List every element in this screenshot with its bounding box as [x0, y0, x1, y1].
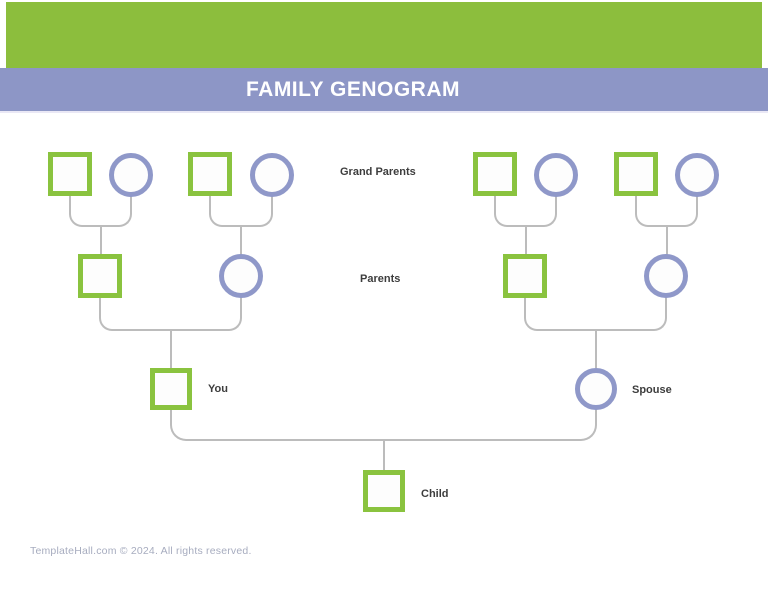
descent-line-to-your-father	[100, 226, 102, 255]
your-grandfather-1-square	[48, 152, 92, 196]
couple-connector-spouse-grandparents-1	[494, 194, 557, 227]
footer-copyright: TemplateHall.com © 2024. All rights rese…	[30, 545, 252, 557]
descent-line-to-spouse	[595, 330, 597, 368]
you-square	[150, 368, 192, 410]
title-banner: FAMILY GENOGRAM	[0, 68, 768, 111]
page-title: FAMILY GENOGRAM	[245, 77, 461, 101]
your-mother-circle	[219, 254, 263, 298]
spouse-father-square	[503, 254, 547, 298]
label-grand-parents: Grand Parents	[340, 166, 416, 178]
child-square	[363, 470, 405, 512]
spouse-circle	[575, 368, 617, 410]
banner-shadow-strip	[0, 111, 768, 113]
spouse-grandfather-2-square	[614, 152, 658, 196]
your-grandmother-1-circle	[109, 153, 153, 197]
couple-connector-spouse-parents	[524, 297, 667, 331]
descent-line-to-child	[383, 440, 385, 470]
label-you: You	[208, 383, 228, 395]
descent-line-to-spouse-mother	[666, 226, 668, 255]
label-spouse: Spouse	[632, 384, 672, 396]
your-grandfather-2-square	[188, 152, 232, 196]
descent-line-to-your-mother	[240, 226, 242, 255]
spouse-grandmother-2-circle	[675, 153, 719, 197]
couple-connector-your-grandparents-1	[69, 194, 132, 227]
your-grandmother-2-circle	[250, 153, 294, 197]
couple-connector-your-parents	[99, 297, 242, 331]
descent-line-to-spouse-father	[525, 226, 527, 255]
couple-connector-spouse-grandparents-2	[635, 194, 698, 227]
couple-connector-your-grandparents-2	[209, 194, 273, 227]
label-parents: Parents	[360, 273, 401, 285]
your-father-square	[78, 254, 122, 298]
spouse-grandmother-1-circle	[534, 153, 578, 197]
label-child: Child	[421, 488, 449, 500]
spouse-grandfather-1-square	[473, 152, 517, 196]
spouse-mother-circle	[644, 254, 688, 298]
descent-line-to-you	[170, 330, 172, 368]
couple-connector-you-and-spouse	[170, 409, 597, 441]
header-green-bar	[6, 2, 762, 68]
